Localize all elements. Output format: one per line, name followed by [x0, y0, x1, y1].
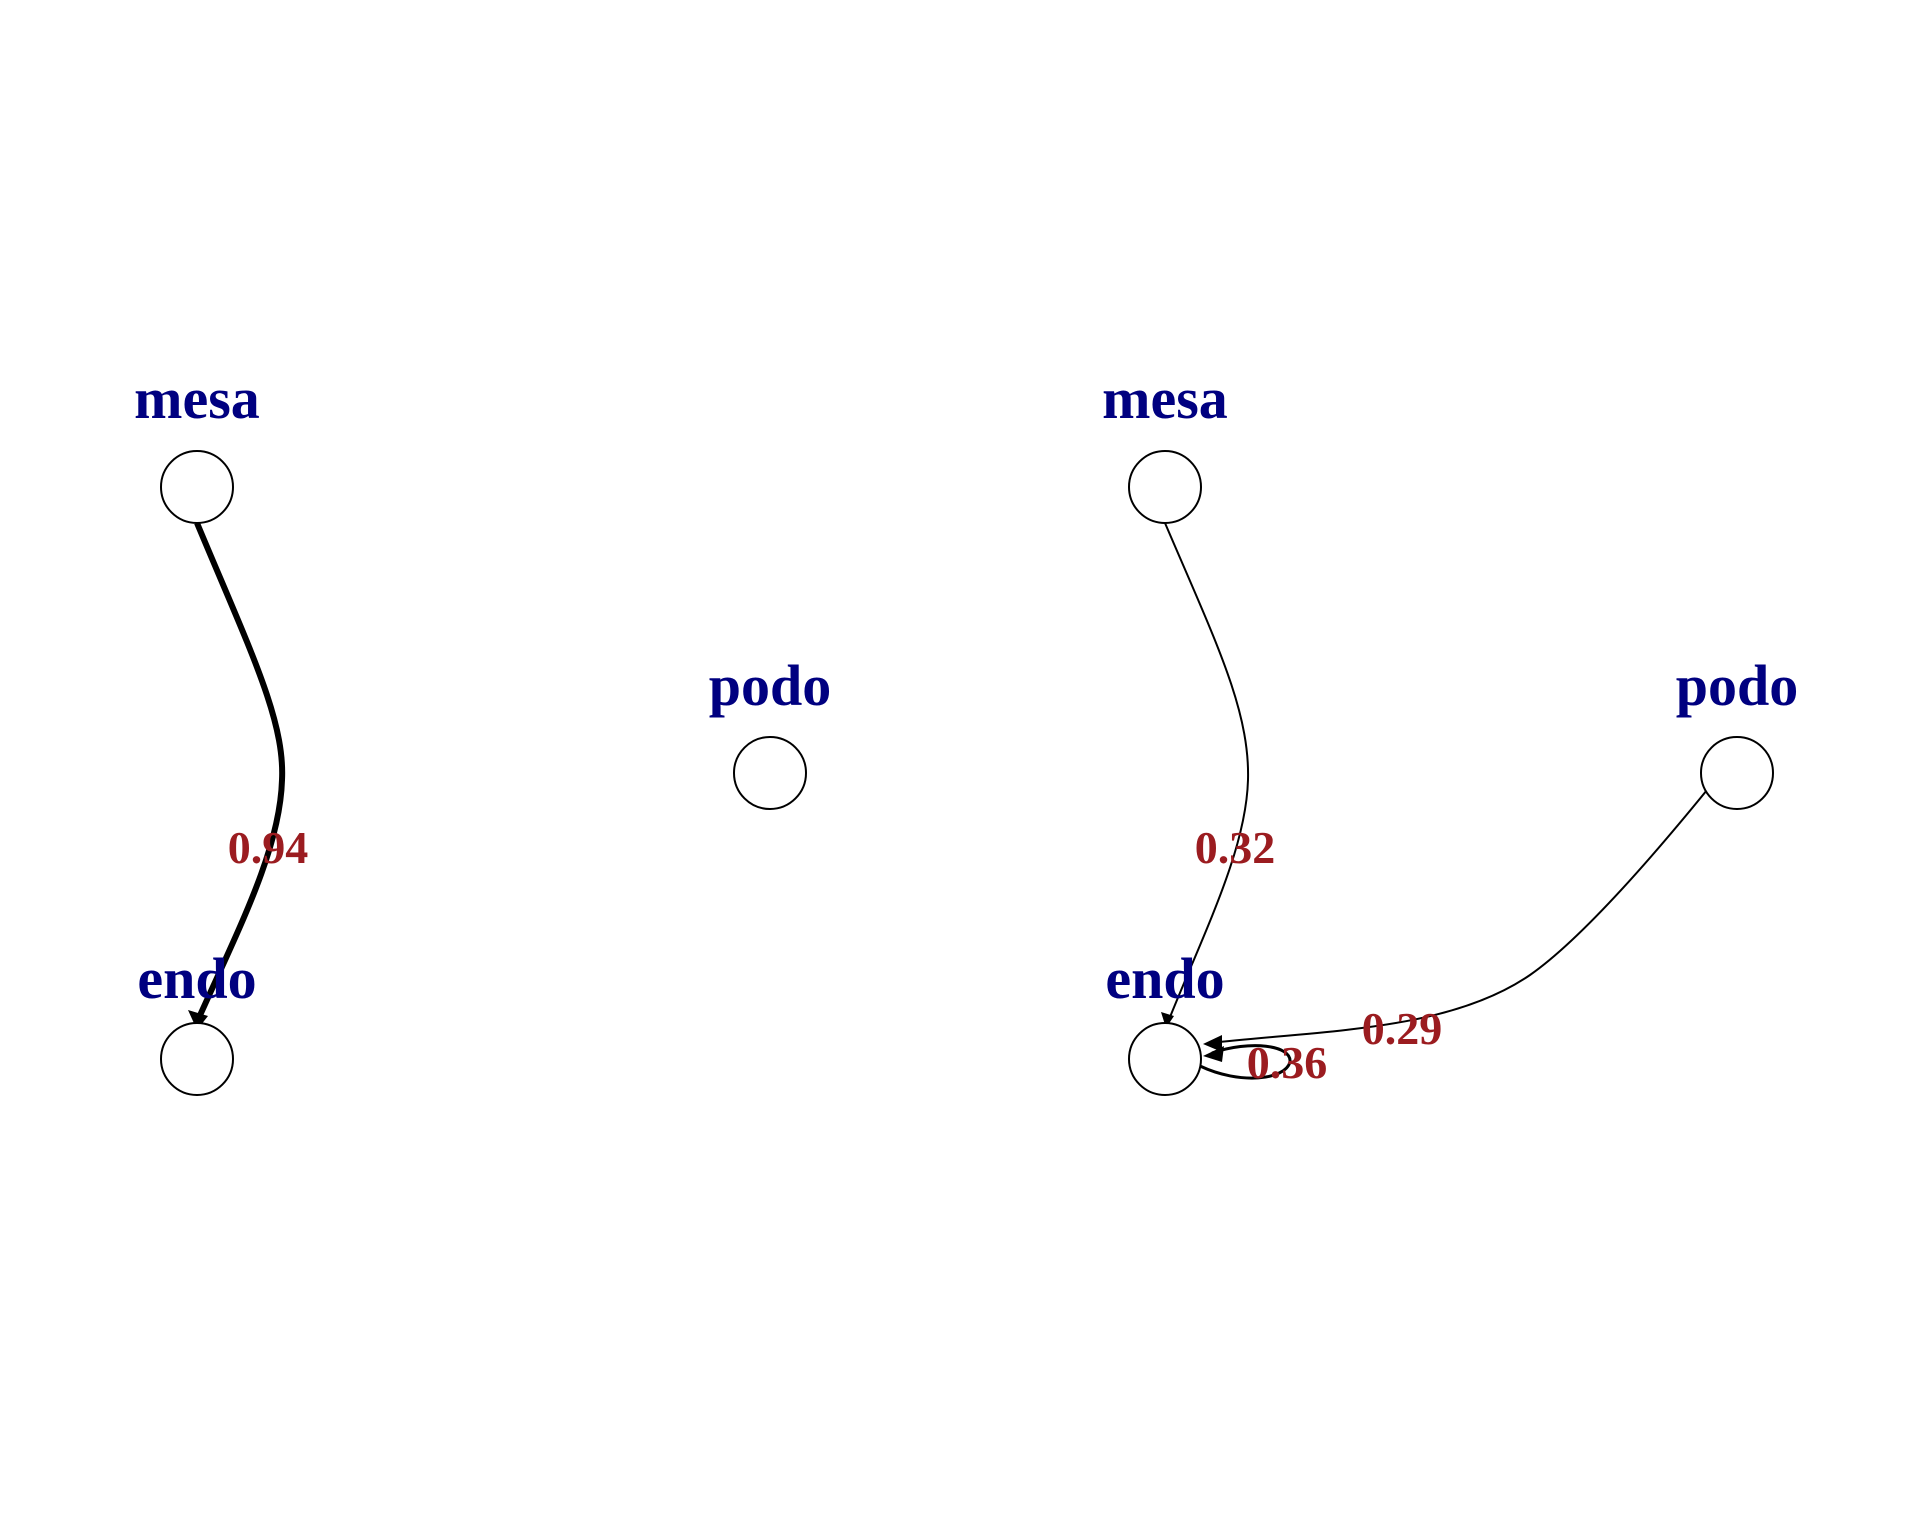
edge-line	[1209, 789, 1708, 1044]
node-podo	[733, 736, 807, 810]
node-label-podo: podo	[709, 653, 832, 718]
node-label-mesa: mesa	[134, 366, 260, 431]
node-mesa	[160, 450, 234, 524]
node-label-podo: podo	[1676, 653, 1799, 718]
edge-mesa-endo	[1161, 522, 1250, 1028]
edge-line	[1164, 522, 1250, 1023]
edge-line	[194, 521, 286, 1024]
edge-label-endo-endo: 0.36	[1247, 1037, 1328, 1088]
node-endo	[160, 1022, 234, 1096]
arrowhead-icon	[188, 1010, 208, 1030]
edge-mesa-endo	[188, 521, 286, 1030]
graph-left: mesa podo endo 0.94	[134, 366, 832, 1096]
arrowhead-icon	[1203, 1035, 1222, 1052]
node-label-endo: endo	[137, 946, 256, 1011]
edge-podo-endo	[1203, 789, 1708, 1052]
arrowhead-icon	[1161, 1012, 1174, 1028]
node-mesa	[1128, 450, 1202, 524]
edge-label-mesa-endo: 0.94	[228, 822, 309, 873]
edge-label-podo-endo: 0.29	[1362, 1003, 1443, 1054]
arrowhead-icon	[1203, 1046, 1224, 1062]
edge-endo-endo	[1199, 1044, 1292, 1080]
edge-label-mesa-endo: 0.32	[1195, 822, 1276, 873]
graph-right: mesa podo endo 0.32 0.29 0.36	[1102, 366, 1799, 1096]
edge-line	[1199, 1044, 1292, 1080]
node-endo	[1128, 1022, 1202, 1096]
node-label-endo: endo	[1105, 946, 1224, 1011]
node-podo	[1700, 736, 1774, 810]
node-label-mesa: mesa	[1102, 366, 1228, 431]
